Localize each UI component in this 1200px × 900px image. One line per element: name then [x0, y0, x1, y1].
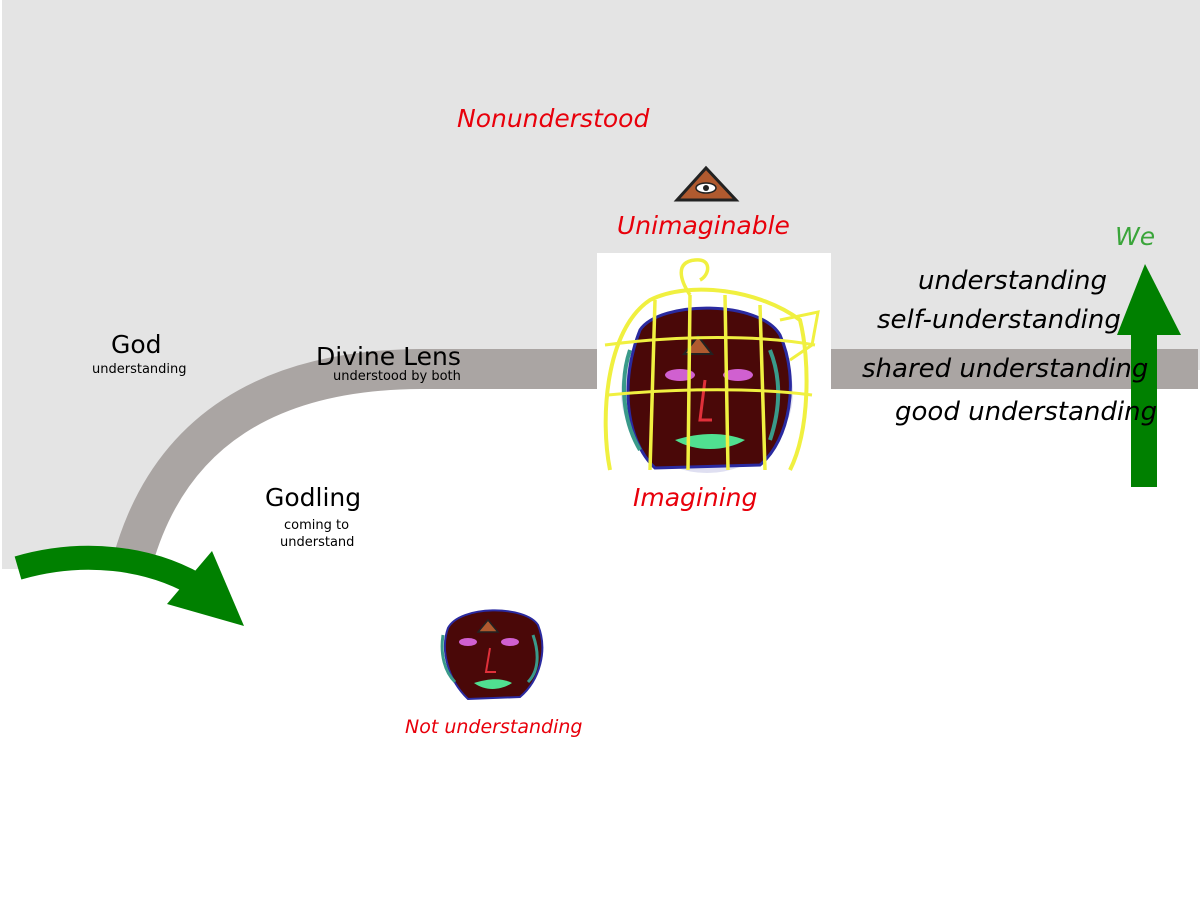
- term-understanding: understanding: [918, 266, 1108, 296]
- divine-lens-subtitle: understood by both: [333, 369, 461, 384]
- eye-triangle-icon: [673, 165, 740, 202]
- term-good-understanding: good understanding: [895, 397, 1158, 427]
- curved-arrow-icon: [14, 545, 244, 626]
- godling-subtitle-line2: understand: [280, 535, 355, 550]
- god-subtitle: understanding: [92, 362, 187, 377]
- unimaginable-label: Unimaginable: [617, 211, 790, 240]
- nonunderstood-label: Nonunderstood: [457, 104, 650, 133]
- not-understanding-label: Not understanding: [405, 716, 583, 738]
- godling-title: Godling: [265, 483, 362, 512]
- divine-lens-title: Divine Lens: [316, 342, 461, 371]
- term-self-understanding: self-understanding: [877, 305, 1121, 335]
- term-shared-understanding: shared understanding: [862, 354, 1149, 384]
- lower-region: [0, 370, 1200, 900]
- godling-subtitle-line1: coming to: [284, 518, 350, 533]
- god-title: God: [111, 330, 162, 359]
- up-arrow-icon: [1117, 264, 1181, 487]
- we-label: We: [1115, 222, 1156, 251]
- face-cage-illustration: [597, 253, 831, 475]
- imagining-label: Imagining: [633, 483, 758, 512]
- divine-lens-band: [113, 349, 1198, 566]
- small-face-illustration: [440, 609, 544, 701]
